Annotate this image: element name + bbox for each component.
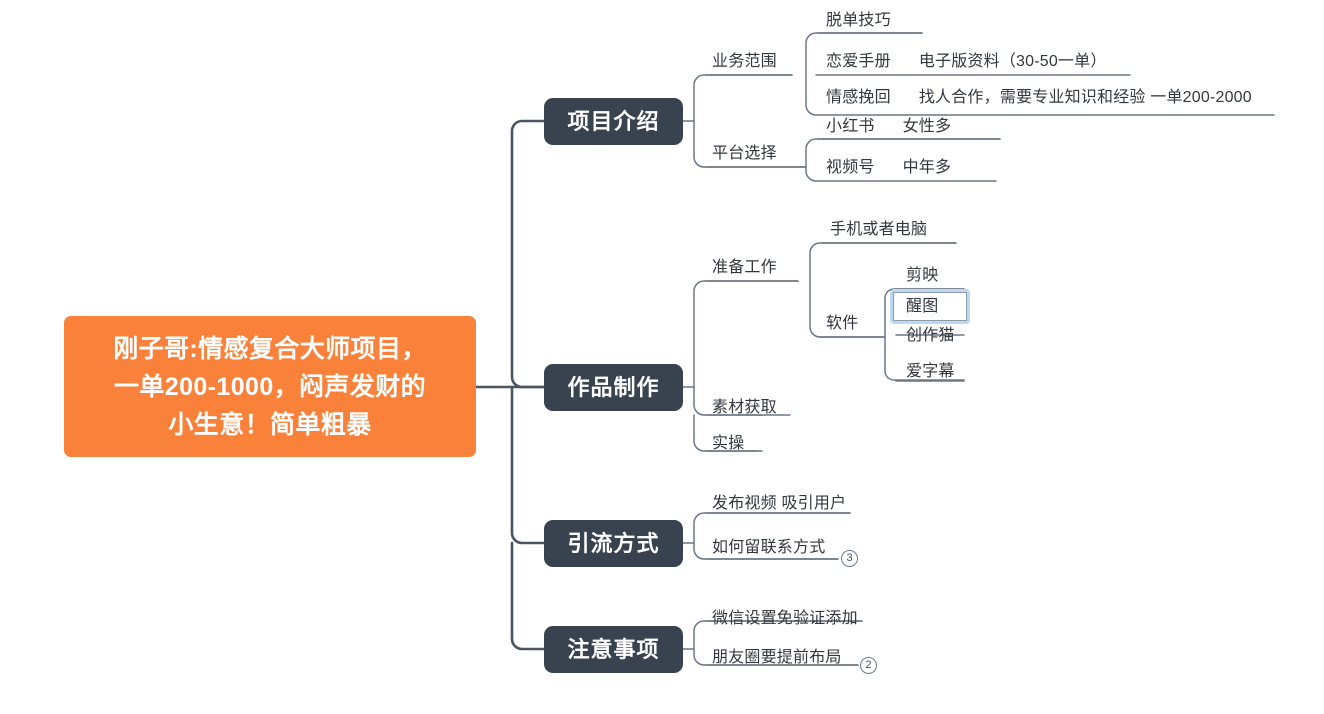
root-node-label: 刚子哥:情感复合大师项目， 一单200-1000，闷声发财的 小生意！简单粗暴 — [113, 334, 427, 439]
topic-aizimu[interactable]: 爱字幕 — [906, 363, 955, 380]
collapsed-count-badge-traffic[interactable]: 3 — [841, 550, 858, 567]
topic-platform-choice[interactable]: 平台选择 — [712, 145, 777, 162]
topic-leave-contact[interactable]: 如何留联系方式 — [712, 539, 826, 556]
topic-wechat-no-verify[interactable]: 微信设置免验证添加 — [712, 610, 858, 627]
topic-preparation[interactable]: 准备工作 — [712, 259, 777, 276]
topic-business-scope[interactable]: 业务范围 — [712, 53, 777, 70]
topic-xingtu[interactable]: 醒图 — [906, 298, 939, 315]
link-branch-3 — [510, 385, 546, 545]
selected-node-ring[interactable] — [890, 289, 970, 324]
branch-node-traffic-method[interactable]: 引流方式 — [544, 520, 683, 567]
topic-love-handbook-note: 电子版资料（30-50一单） — [918, 53, 1107, 70]
topic-publish-video[interactable]: 发布视频 吸引用户 — [712, 495, 847, 512]
link-branch-1 — [510, 119, 546, 389]
topic-material-sourcing[interactable]: 素材获取 — [712, 399, 777, 416]
selected-node-inner-border — [893, 292, 967, 321]
branch-label: 引流方式 — [567, 530, 660, 556]
topic-emotional-recovery: 情感挽回 — [826, 89, 891, 106]
branch-label: 注意事项 — [567, 636, 660, 662]
topic-emotional-recovery-row[interactable]: 情感挽回 找人合作，需要专业知识和经验 一单200-2000 — [826, 88, 1252, 108]
topic-shipinhao-note: 中年多 — [902, 159, 952, 176]
topic-xiaohongshu-row[interactable]: 小红书 女性多 — [826, 117, 951, 137]
root-node[interactable]: 刚子哥:情感复合大师项目， 一单200-1000，闷声发财的 小生意！简单粗暴 — [64, 316, 476, 457]
topic-shipinhao-row[interactable]: 视频号 中年多 — [826, 158, 951, 178]
branch-label: 作品制作 — [567, 374, 660, 400]
link-b2-spine — [693, 280, 799, 452]
branch-node-notes[interactable]: 注意事项 — [544, 626, 683, 673]
branch-node-project-intro[interactable]: 项目介绍 — [544, 98, 683, 145]
topic-xiaohongshu: 小红书 — [826, 118, 875, 135]
topic-chuangzuomao[interactable]: 创作猫 — [906, 327, 955, 344]
branch-node-content-production[interactable]: 作品制作 — [544, 364, 683, 411]
topic-dating-tips[interactable]: 脱单技巧 — [826, 12, 891, 29]
branch-label: 项目介绍 — [567, 108, 660, 134]
topic-software[interactable]: 软件 — [826, 315, 859, 332]
link-branch-4 — [510, 541, 546, 651]
topic-moments-layout[interactable]: 朋友圈要提前布局 — [712, 649, 842, 666]
topic-love-handbook-row[interactable]: 恋爱手册 电子版资料（30-50一单） — [826, 52, 1107, 72]
topic-practice[interactable]: 实操 — [712, 435, 745, 452]
topic-shipinhao: 视频号 — [826, 159, 875, 176]
topic-emotional-recovery-note: 找人合作，需要专业知识和经验 一单200-2000 — [918, 89, 1252, 106]
collapsed-count-badge-notes[interactable]: 2 — [860, 657, 877, 674]
topic-jianying[interactable]: 剪映 — [906, 267, 939, 284]
topic-love-handbook: 恋爱手册 — [826, 53, 891, 70]
topic-xiaohongshu-note: 女性多 — [902, 118, 952, 135]
topic-phone-or-computer[interactable]: 手机或者电脑 — [830, 221, 928, 238]
